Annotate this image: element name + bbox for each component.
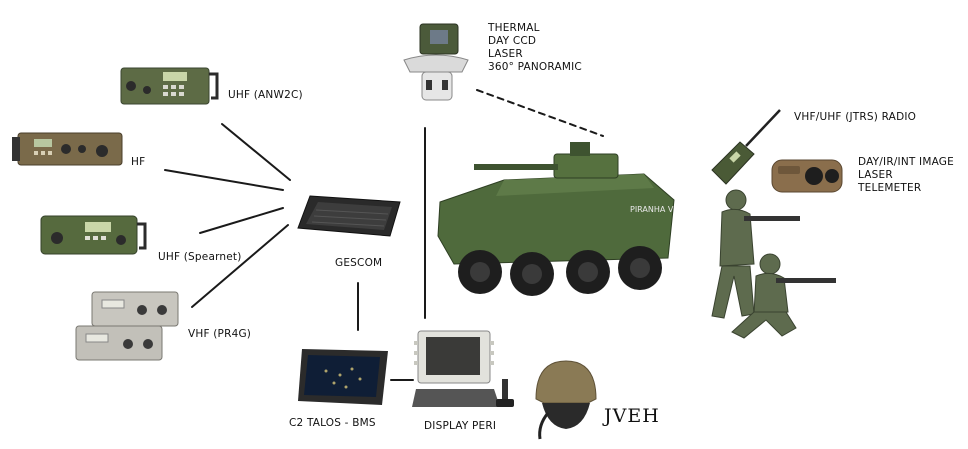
sensor-label-panoramic: 360° PANORAMIC: [488, 61, 582, 73]
link-sensor-vehicle: [476, 89, 604, 137]
jveh-label: JVEH: [604, 405, 660, 427]
soldiers-icon: [711, 189, 836, 339]
link-anw2c-gescom: [221, 123, 291, 181]
day-ir-label-laser: LASER: [858, 169, 893, 181]
display-peri-console-icon: [412, 330, 514, 407]
link-pr4g-gescom: [191, 224, 289, 308]
sensor-label-day-ccd: DAY CCD: [488, 35, 537, 47]
sensor-label-laser: LASER: [488, 48, 523, 60]
jveh-helmet-icon: [535, 360, 597, 440]
hf-label: HF: [131, 156, 146, 168]
link-hf-gescom: [164, 169, 284, 191]
armored-vehicle-icon: PIRANHA V: [437, 142, 675, 296]
hf-radio-icon: [12, 132, 123, 166]
gescom-laptop-icon: [297, 195, 401, 237]
sensor-turret-icon: [403, 23, 469, 101]
c2-talos-label: C2 TALOS - BMS: [289, 417, 376, 429]
sensor-label: THERMAL DAY CCD LASER 360° PANORAMIC: [488, 22, 582, 74]
gescom-label: GESCOM: [335, 257, 383, 269]
day-ir-label: DAY/IR/INT IMAGE LASER TELEMETER: [858, 156, 954, 195]
vhf-pr4g-radio-icon: [75, 291, 179, 361]
c2-talos-tablet-icon: [298, 349, 388, 405]
vehicle-marking: PIRANHA V: [630, 205, 674, 214]
display-peri-label: DISPLAY PERI: [424, 420, 497, 432]
uhf-spearnet-label: UHF (Spearnet): [158, 251, 242, 263]
jtrs-handheld-radio-icon: [711, 109, 781, 185]
binocular-icon: [771, 159, 843, 193]
link-spearnet-gescom: [199, 207, 284, 234]
day-ir-label-telemeter: TELEMETER: [858, 182, 922, 194]
uhf-anw2c-radio-icon: [120, 67, 219, 105]
day-ir-label-image: DAY/IR/INT IMAGE: [858, 156, 954, 168]
uhf-spearnet-radio-icon: [40, 215, 147, 255]
sensor-label-thermal: THERMAL: [488, 22, 540, 34]
jtrs-label: VHF/UHF (JTRS) RADIO: [794, 111, 917, 123]
uhf-anw2c-label: UHF (ANW2C): [228, 89, 303, 101]
vhf-pr4g-label: VHF (PR4G): [188, 328, 252, 340]
